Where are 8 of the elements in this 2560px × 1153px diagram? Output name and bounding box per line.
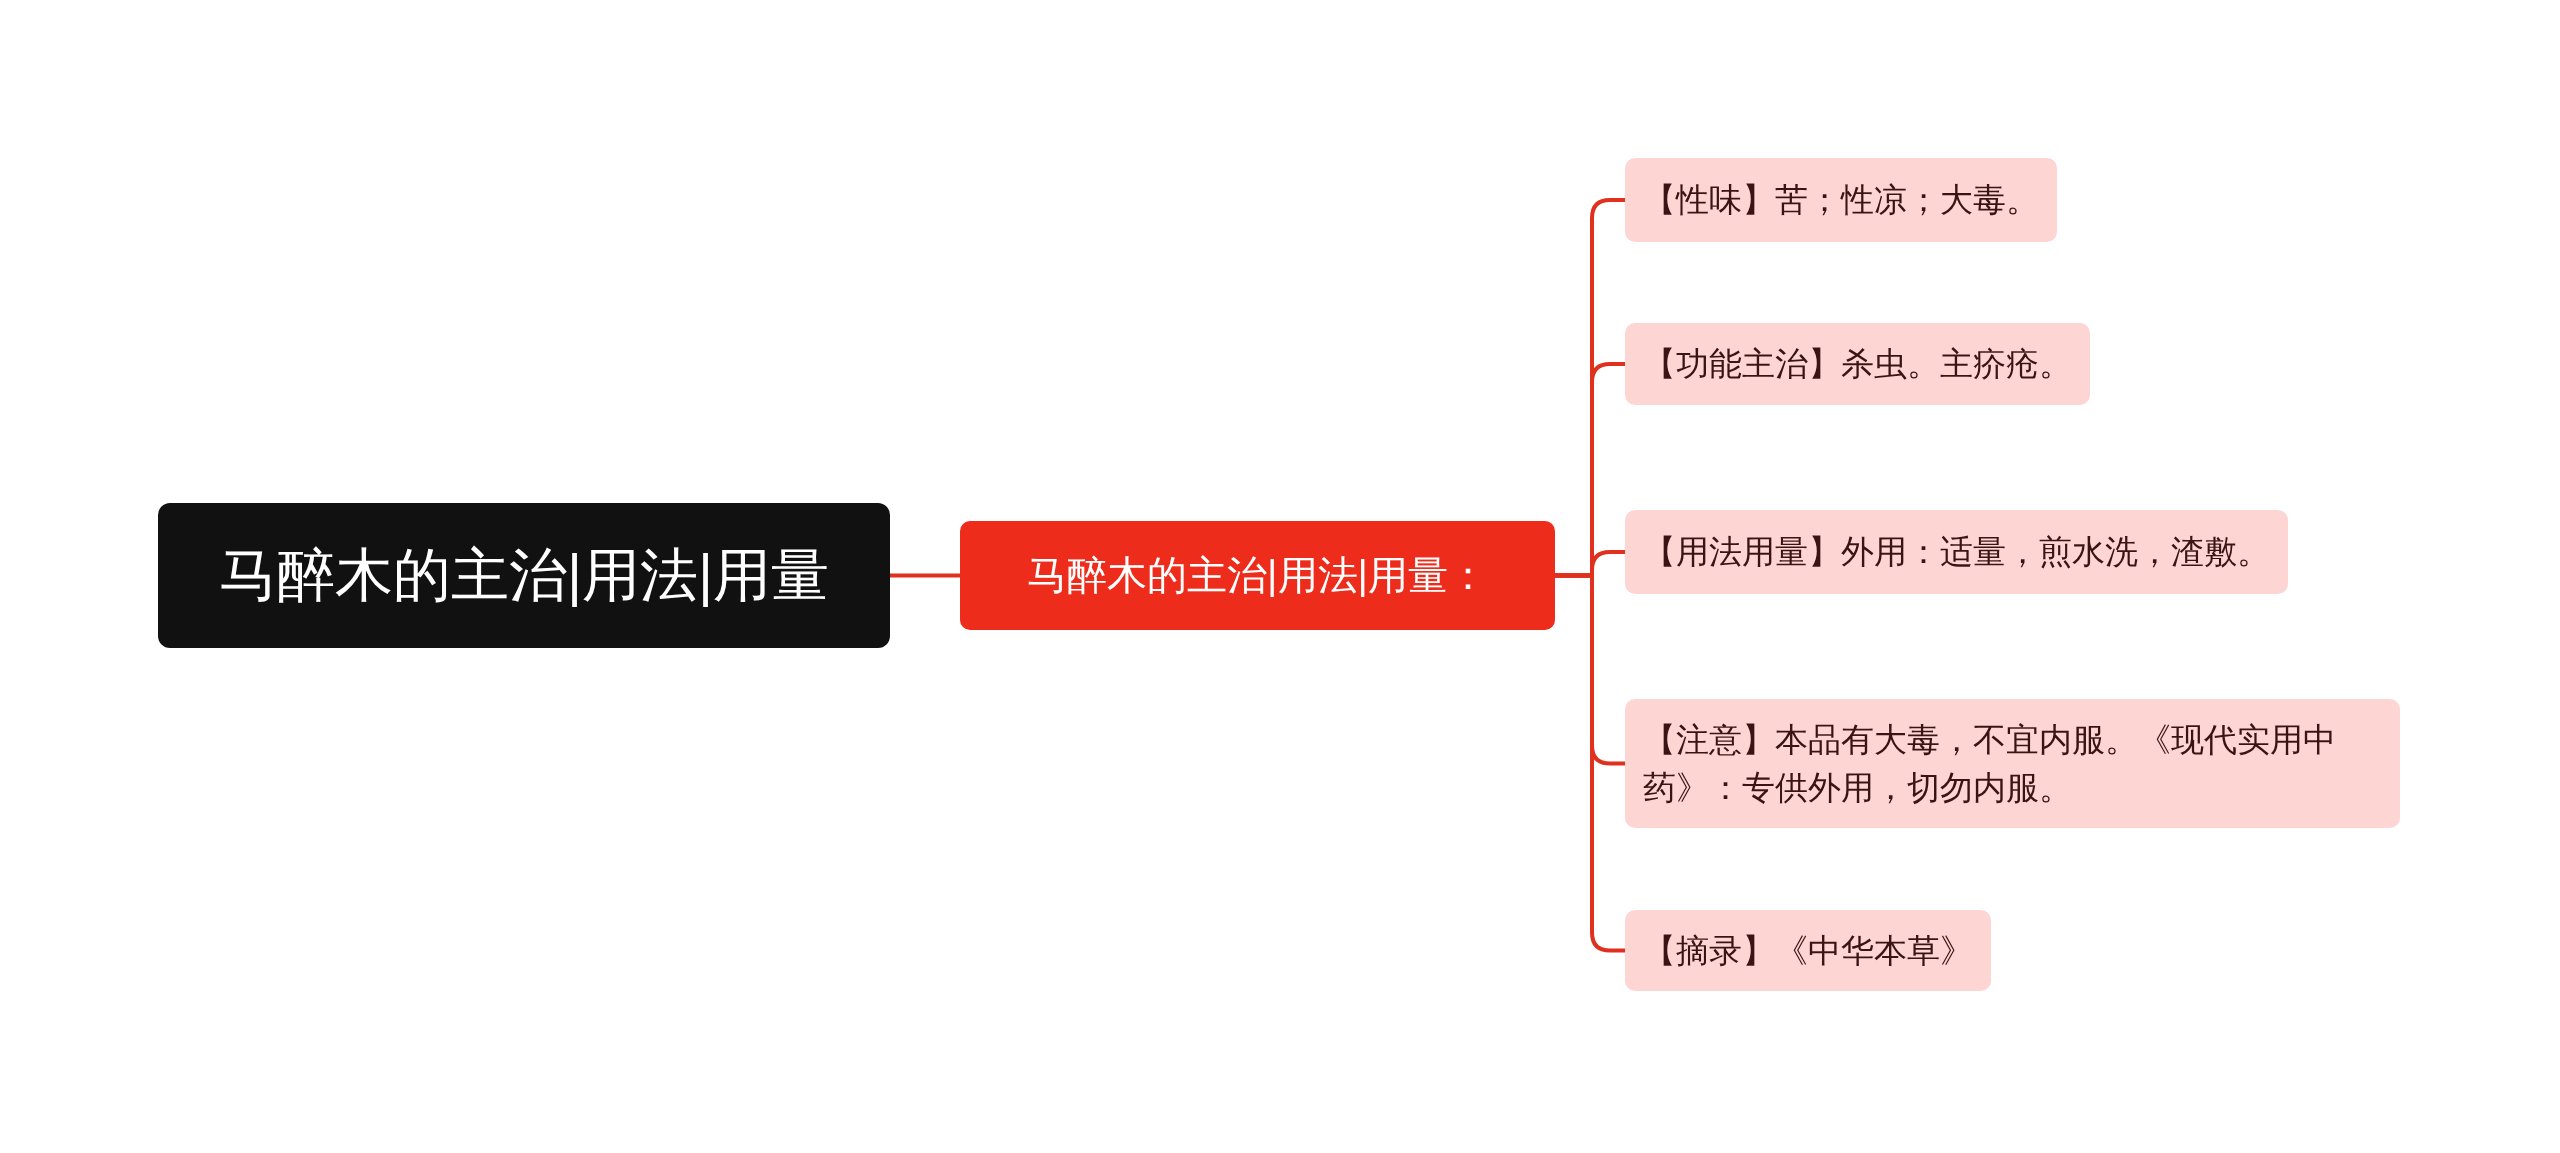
subtopic-box: 【功能主治】杀虫。主疥疮。 bbox=[1625, 323, 2090, 405]
subtopic-box: 【注意】本品有大毒，不宜内服。《现代实用中药》：专供外用，切勿内服。 bbox=[1625, 699, 2400, 828]
subtopic-box: 【用法用量】外用：适量，煎水洗，渣敷。 bbox=[1625, 510, 2288, 594]
root-topic-box: 马醉木的主治|用法|用量 bbox=[158, 503, 890, 648]
subtopic-box: 【摘录】《中华本草》 bbox=[1625, 910, 1991, 991]
subtopic-box: 【性味】苦；性凉；大毒。 bbox=[1625, 158, 2057, 242]
topic-box: 马醉木的主治|用法|用量： bbox=[960, 521, 1555, 630]
connector-line bbox=[890, 573, 960, 578]
